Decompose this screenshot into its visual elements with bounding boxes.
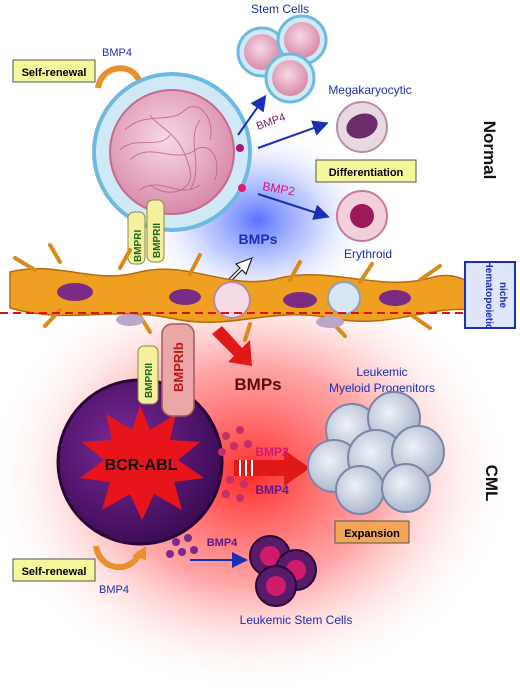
normal-stem-cell-nucleus [109, 89, 235, 215]
bmp2-dot [238, 184, 246, 192]
bmprib-receptor [161, 323, 195, 417]
self-renewal-bottom-label: Self-renewal [22, 566, 87, 578]
self-renewal-bottom-arrowhead [132, 546, 146, 560]
arrow-to-stem-cells [237, 94, 267, 136]
cml-label: CML [482, 465, 501, 502]
bcr-abl-burst [80, 405, 204, 520]
hematopoietic-niche-label-2: niche [497, 282, 508, 309]
self-renewal-top-box [12, 59, 96, 83]
leukemic-stem-cells-label: Leukemic Stem Cells [240, 613, 353, 627]
leukemic-label-1: Leukemic [356, 365, 407, 379]
erythroid-nucleus [350, 204, 374, 228]
bmp-signal-arrow [234, 450, 310, 486]
differentiation-box [315, 159, 417, 183]
normal-label: Normal [480, 121, 499, 180]
self-renewal-bottom-arrow [93, 545, 143, 570]
hematopoietic-niche-label-1: Hematopoietic [483, 261, 494, 330]
stromal-niche [9, 243, 471, 342]
bmp4-bottom-dots [166, 534, 198, 558]
stem-cells-cluster [236, 14, 328, 104]
arrow-to-megakaryocytic [257, 120, 329, 149]
hematopoietic-niche-box [464, 261, 516, 329]
bmprii-top-receptor [146, 199, 165, 263]
bmp4-low-label: BMP4 [255, 483, 289, 497]
bmpri-label: BMPRI [133, 230, 144, 262]
bcr-abl-label: BCR-ABL [105, 457, 178, 474]
bmp-ligand-dots [218, 426, 252, 502]
erythroid-label: Erythroid [344, 247, 392, 261]
arrow-stripes [239, 460, 253, 476]
bmprii-bottom-label: BMPRII [144, 363, 155, 398]
leukemic-stem-cells-cluster [249, 535, 317, 607]
bmp2-mid-label: BMP2 [261, 179, 296, 199]
bmpri-receptor [127, 211, 146, 265]
bmprii-top-label: BMPRII [152, 223, 163, 258]
bmps-bottom-arrow [212, 326, 252, 366]
expansion-box [334, 520, 410, 544]
bmps-top-label: BMPs [239, 231, 278, 247]
bmp2-low-label: BMP2 [255, 445, 289, 459]
arrow-to-erythroid [257, 193, 330, 220]
stem-cells-label: Stem Cells [251, 2, 309, 16]
bmp4-top-label: BMP4 [102, 47, 132, 59]
self-renewal-bottom-box [12, 558, 96, 582]
bmp4-bottom-arrow-label: BMP4 [207, 537, 238, 549]
bmp4-dot [236, 144, 244, 152]
bmprib-label: BMPRIb [171, 342, 186, 392]
chromatin-texture [119, 106, 218, 193]
bmp4-bottom-label: BMP4 [99, 584, 129, 596]
bmps-bottom-label: BMPs [234, 375, 281, 394]
megakaryocyte-nucleus [346, 113, 378, 139]
megakaryocytic-label: Megakaryocytic [328, 83, 411, 97]
differentiation-label: Differentiation [329, 167, 404, 179]
bmprii-bottom-receptor [137, 345, 159, 405]
leukemic-progenitors-cluster [307, 391, 445, 515]
expansion-label: Expansion [344, 528, 400, 540]
leukemic-label-2: Myeloid Progenitors [329, 381, 435, 395]
self-renewal-top-label: Self-renewal [22, 67, 87, 79]
